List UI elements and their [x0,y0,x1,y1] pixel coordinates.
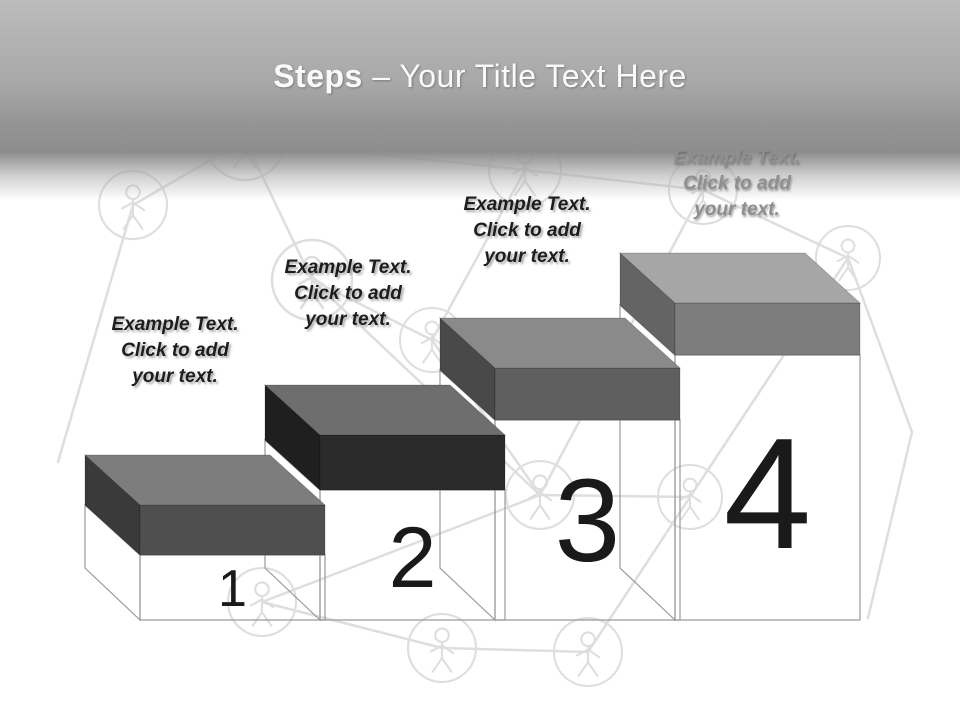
step-4-number: 4 [723,406,812,582]
title-emphasis: Steps [273,58,363,94]
label-line: Example Text. [284,257,412,278]
step-1-label[interactable]: Example Text. Click to add your text. [80,312,270,390]
label-line: your text. [484,246,570,267]
label-line: Click to add [473,220,581,241]
label-line: Click to add [121,340,229,361]
step-3-front-face [494,367,681,421]
step-2-top-face [263,384,507,436]
step-blocks [83,251,862,557]
label-line: your text. [132,366,218,387]
step-4-top-face [618,252,862,304]
step-4-label[interactable]: Example Text. Click to add your text. [642,145,832,223]
label-line: Click to add [294,283,402,304]
step-1-number: 1 [218,560,247,618]
label-line: Example Text. [111,314,239,335]
step-3-block [438,316,682,422]
step-1-top-face [83,454,327,506]
step-2-number: 2 [388,510,437,606]
step-3-top-face [438,317,682,369]
step-3-number: 3 [554,455,621,587]
label-line: Example Text. [673,147,801,168]
label-line: your text. [694,199,780,220]
step-4-front-face [674,302,861,356]
step-2-block [263,383,507,492]
title-text: – Your Title Text Here [372,58,687,94]
step-3-label[interactable]: Example Text. Click to add your text. [432,192,622,270]
label-line: Click to add [683,173,791,194]
step-1-front-face [139,504,326,556]
step-4-block [618,251,862,357]
page-title: Steps – Your Title Text Here [0,58,960,95]
label-line: your text. [305,309,391,330]
step-2-front-face [319,434,506,491]
label-line: Example Text. [463,194,591,215]
title-banner [0,0,960,200]
step-2-label[interactable]: Example Text. Click to add your text. [253,255,443,333]
step-1-block [83,453,327,557]
